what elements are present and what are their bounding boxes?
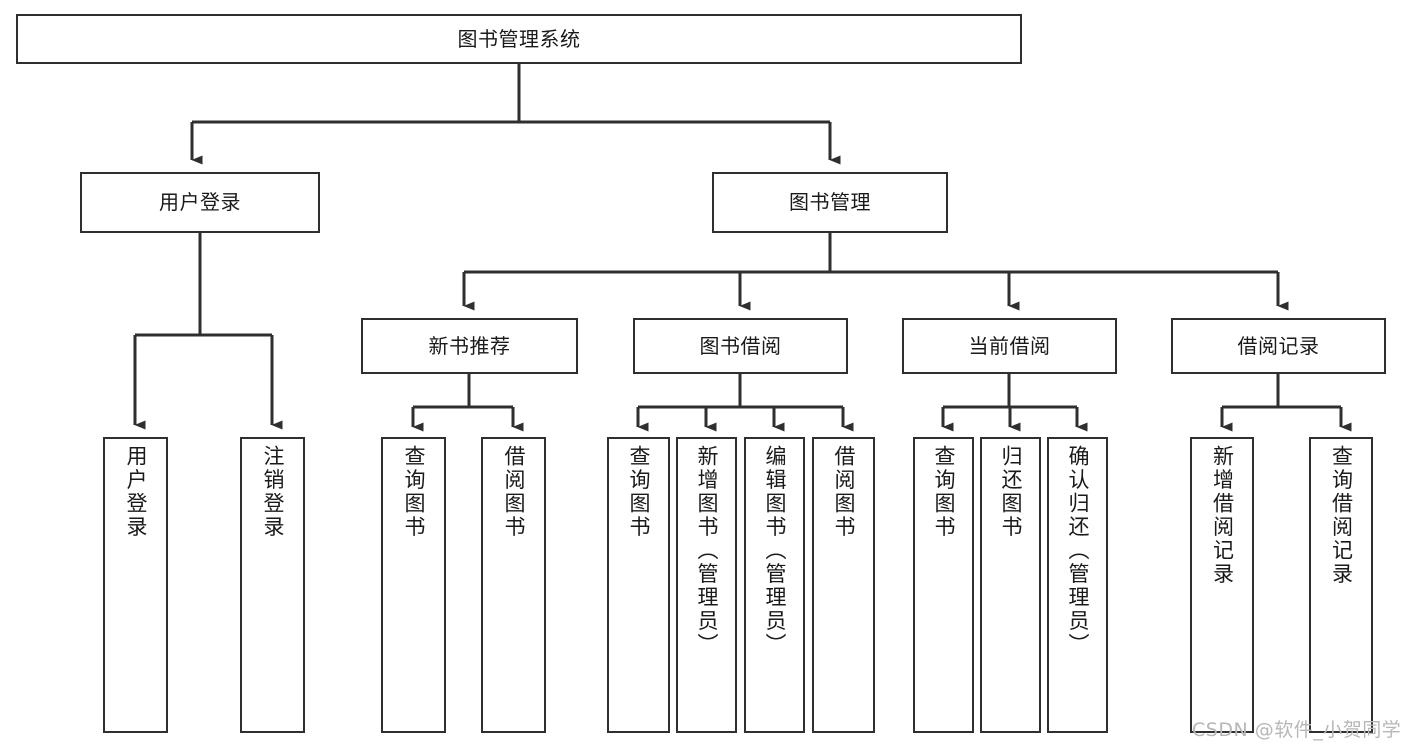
node-leaf-return-book-label: 归还图书 xyxy=(999,445,1023,539)
node-leaf-user-login[interactable]: 用户登录 xyxy=(103,437,168,733)
node-leaf-borrow-book-2-label: 借阅图书 xyxy=(832,445,856,539)
node-new-book-recommend-label: 新书推荐 xyxy=(428,333,511,358)
node-user-login-label: 用户登录 xyxy=(159,190,241,215)
node-leaf-return-book[interactable]: 归还图书 xyxy=(980,437,1041,733)
node-leaf-logout-login[interactable]: 注销登录 xyxy=(240,437,305,733)
node-borrow-record[interactable]: 借阅记录 xyxy=(1171,318,1386,374)
edge-new-book-recommend-to-leaves xyxy=(411,374,524,432)
node-leaf-user-login-label: 用户登录 xyxy=(124,445,148,539)
edge-current-borrow-to-leaves xyxy=(941,374,1088,432)
node-leaf-edit-book-label: 编辑图书（管理员） xyxy=(763,445,787,657)
node-root[interactable]: 图书管理系统 xyxy=(16,14,1022,64)
node-new-book-recommend[interactable]: 新书推荐 xyxy=(361,318,578,374)
node-user-login[interactable]: 用户登录 xyxy=(80,172,320,233)
node-leaf-query-book-2-label: 查询图书 xyxy=(627,445,651,539)
node-leaf-add-record-label: 新增借阅记录 xyxy=(1210,445,1235,586)
edge-borrow-record-to-leaves xyxy=(1220,374,1352,432)
node-leaf-query-book-3-label: 查询图书 xyxy=(932,445,956,539)
node-leaf-confirm-return-label: 确认归还（管理员） xyxy=(1066,445,1090,657)
node-root-label: 图书管理系统 xyxy=(457,26,581,51)
node-leaf-confirm-return[interactable]: 确认归还（管理员） xyxy=(1047,437,1108,733)
node-borrow-record-label: 借阅记录 xyxy=(1237,333,1320,358)
node-leaf-add-book-label: 新增图书（管理员） xyxy=(695,445,719,657)
node-leaf-borrow-book-2[interactable]: 借阅图书 xyxy=(812,437,875,733)
node-leaf-logout-login-label: 注销登录 xyxy=(261,445,285,539)
node-leaf-query-book-1[interactable]: 查询图书 xyxy=(381,437,446,733)
edge-book-borrow-to-leaves xyxy=(636,374,854,432)
node-leaf-query-book-2[interactable]: 查询图书 xyxy=(607,437,670,733)
node-leaf-borrow-book-1[interactable]: 借阅图书 xyxy=(481,437,546,733)
node-leaf-edit-book[interactable]: 编辑图书（管理员） xyxy=(744,437,805,733)
node-book-management[interactable]: 图书管理 xyxy=(712,172,948,233)
node-leaf-borrow-book-1-label: 借阅图书 xyxy=(502,445,526,539)
node-book-borrow-label: 图书借阅 xyxy=(699,333,782,358)
edge-user-login-to-leaves xyxy=(133,233,283,430)
node-book-borrow[interactable]: 图书借阅 xyxy=(633,318,848,374)
node-current-borrow-label: 当前借阅 xyxy=(968,333,1051,358)
edge-root-to-level1 xyxy=(190,64,841,165)
node-leaf-query-record[interactable]: 查询借阅记录 xyxy=(1309,437,1373,733)
node-book-management-label: 图书管理 xyxy=(789,190,871,215)
node-leaf-query-record-label: 查询借阅记录 xyxy=(1329,445,1354,586)
node-leaf-query-book-1-label: 查询图书 xyxy=(402,445,426,539)
watermark-csdn: CSDN @软件_小贺同学 xyxy=(1192,719,1402,741)
node-leaf-query-book-3[interactable]: 查询图书 xyxy=(913,437,974,733)
node-leaf-add-record[interactable]: 新增借阅记录 xyxy=(1190,437,1254,733)
node-current-borrow[interactable]: 当前借阅 xyxy=(902,318,1117,374)
node-leaf-add-book[interactable]: 新增图书（管理员） xyxy=(676,437,737,733)
edge-book-management-to-level2 xyxy=(462,233,1289,311)
